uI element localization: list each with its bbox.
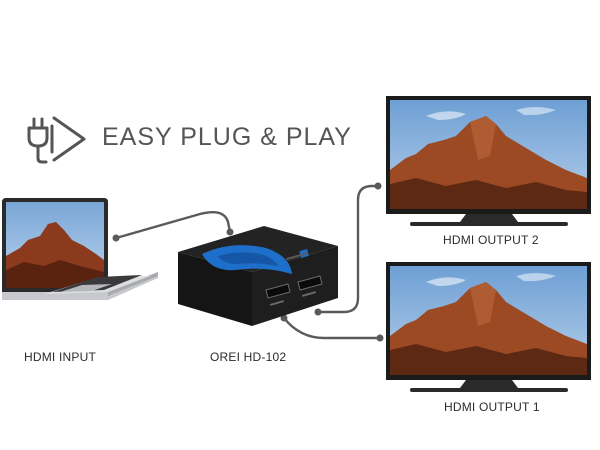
tv-output-1-icon <box>386 262 591 392</box>
hdmi-output-2-label: HDMI OUTPUT 2 <box>443 233 539 247</box>
headline-text: EASY PLUG & PLAY <box>102 123 352 151</box>
laptop-icon <box>2 198 158 300</box>
plug-play-icon <box>27 116 86 164</box>
hdmi-input-label: HDMI INPUT <box>24 350 96 364</box>
splitter-label: OREI HD-102 <box>210 350 287 364</box>
hdmi-output-1-label: HDMI OUTPUT 1 <box>444 400 540 414</box>
tv-output-2-icon <box>386 96 591 226</box>
hdmi-splitter-icon <box>178 226 338 326</box>
